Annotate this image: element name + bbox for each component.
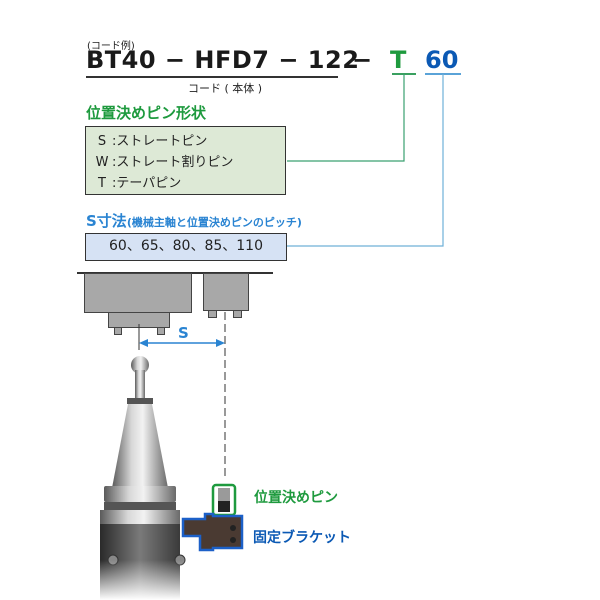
s-dimension-values-box: 60、65、80、85、110	[85, 233, 287, 261]
dimension-s-label: S	[178, 324, 189, 342]
pin-receiver-tab-right	[233, 310, 242, 318]
drive-key-right	[157, 327, 165, 335]
product-code-main: BT40 − HFD7 − 122	[86, 46, 360, 74]
pin-option-t: T:テーパピン	[98, 176, 182, 191]
code-underline	[86, 76, 338, 78]
pin-option-s: S:ストレートピン	[97, 134, 208, 149]
pin-shape-title: 位置決めピン形状	[86, 104, 207, 122]
pin-receiver-block	[203, 273, 249, 311]
pull-stud-icon	[131, 356, 149, 400]
s-dimension-title: S寸法(機械主軸と位置決めピンのピッチ)	[86, 212, 302, 230]
code-separator: −	[352, 46, 373, 74]
callout-fixing-bracket: 固定ブラケット	[253, 530, 351, 546]
locating-pin-icon	[211, 483, 237, 517]
code-body-label: コード ( 本体 )	[188, 82, 263, 95]
code-pitch-underline	[425, 73, 461, 75]
drive-key-left	[114, 327, 122, 335]
machine-face-line	[77, 272, 273, 274]
pin-shape-box: S:ストレートピン W:ストレート割りピン T:テーパピン	[85, 126, 286, 195]
code-pin-type: T	[390, 46, 407, 74]
code-pin-underline	[392, 73, 416, 75]
spindle-head-upper	[84, 273, 192, 313]
pin-option-w: W:ストレート割りピン	[95, 155, 234, 170]
pin-connector-line	[287, 74, 405, 162]
taper-shank-icon	[112, 398, 168, 488]
code-pitch: 60	[425, 46, 459, 74]
pin-receiver-tab-left	[208, 310, 217, 318]
code-example-label: (コード例)	[87, 41, 135, 52]
pitch-connector-line	[287, 74, 444, 247]
fixing-bracket-icon	[181, 512, 244, 552]
callout-locating-pin: 位置決めピン	[254, 490, 338, 506]
